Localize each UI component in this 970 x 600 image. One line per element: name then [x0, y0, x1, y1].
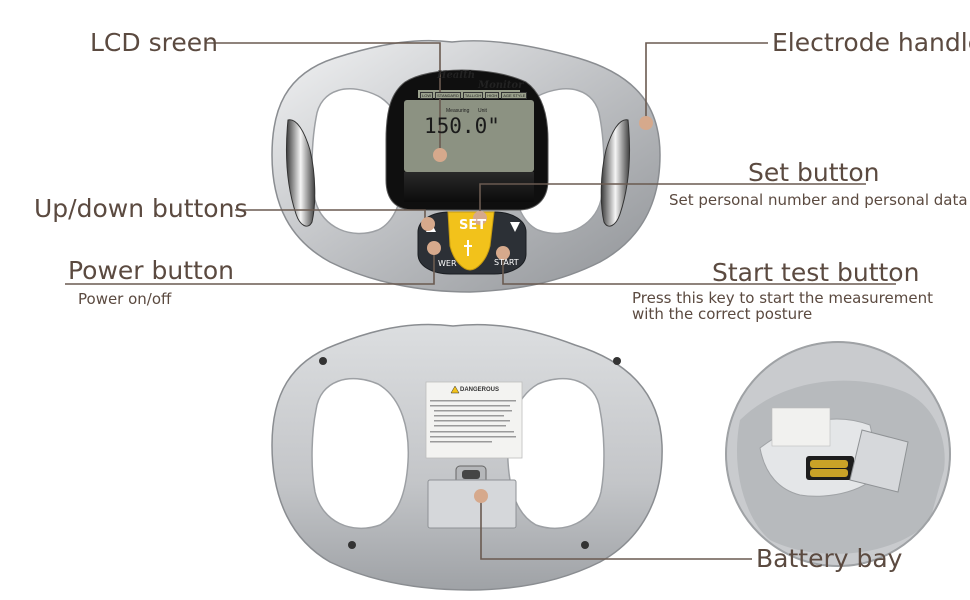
lcd-tab: TALL/GH	[462, 92, 484, 99]
back-device	[271, 323, 663, 591]
callout-lcd-screen: LCD sreen	[90, 28, 218, 57]
start-button[interactable]: START	[494, 258, 519, 267]
lcd-tab: STANDARD	[435, 92, 461, 99]
lcd-tab: LOW	[420, 92, 434, 99]
leader-updown-buttons	[235, 209, 426, 220]
leader-electrode-handle	[645, 42, 768, 120]
lcd-title-line1: Health	[437, 70, 475, 81]
marker-set-button	[473, 211, 487, 225]
lcd-tab: AGE STYLE	[501, 92, 528, 99]
lcd-small-label-2: Unit	[478, 108, 487, 114]
callout-battery-bay: Battery bay	[756, 544, 903, 573]
callout-start-test-description-line2: with the correct posture	[632, 305, 813, 323]
leader-set-button	[479, 183, 866, 215]
callout-start-test-description-line1: Press this key to start the measurement	[632, 289, 933, 307]
leader-power-button	[65, 250, 435, 285]
leader-lcd-screen	[205, 42, 441, 150]
leader-lines	[65, 42, 896, 560]
marker-power-button	[427, 241, 441, 255]
lcd-tab: HIGH	[485, 92, 500, 99]
marker-battery-bay	[474, 489, 488, 503]
set-button[interactable]: SET	[459, 218, 487, 233]
power-button[interactable]: WER	[438, 259, 457, 268]
leader-battery-bay	[480, 496, 752, 560]
marker-dots	[421, 116, 653, 503]
callout-updown-buttons: Up/down buttons	[34, 194, 248, 223]
callout-start-test-button: Start test button	[712, 258, 920, 287]
callout-power-button-description: Power on/off	[78, 290, 172, 308]
lcd-reading: 150.0"	[424, 114, 500, 138]
leader-start-test-button	[502, 255, 896, 285]
callout-electrode-handle: Electrode handle	[772, 28, 970, 57]
lcd-title-line2: Monitor	[478, 80, 524, 91]
callout-power-button: Power button	[68, 256, 234, 285]
marker-start-test-button	[496, 246, 510, 260]
callout-set-button: Set button	[748, 158, 880, 187]
battery-closeup-inset	[725, 341, 951, 567]
marker-lcd-screen	[433, 148, 447, 162]
warning-label-title: DANGEROUS	[460, 387, 500, 393]
marker-electrode-handle	[639, 116, 653, 130]
marker-updown-buttons	[421, 217, 435, 231]
lcd-tab-row: LOW STANDARD TALL/GH HIGH AGE STYLE	[420, 92, 528, 99]
lcd-small-label-1: Measuring	[446, 108, 470, 114]
callout-set-button-description: Set personal number and personal data	[669, 191, 968, 209]
